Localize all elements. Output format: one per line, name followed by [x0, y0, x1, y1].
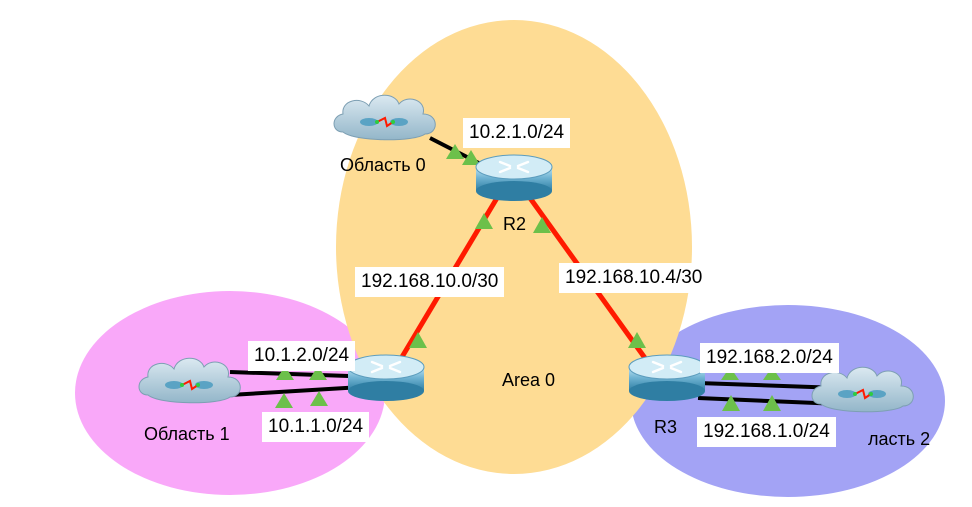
link-up-indicator: [309, 366, 327, 380]
router-r2-icon[interactable]: [474, 153, 554, 203]
link-up-indicator: [475, 213, 493, 229]
area-0-zone: [336, 20, 692, 474]
cloud-left-label: Область 1: [144, 424, 230, 444]
link-up-indicator: [275, 393, 293, 408]
network-label-r2-lan: 10.2.1.0/24: [463, 118, 571, 148]
link-up-indicator: [722, 395, 740, 411]
link-up-indicator: [409, 332, 427, 348]
router-r2-label: R2: [503, 214, 527, 234]
link-r3-cloud-a: [697, 381, 841, 390]
link-up-indicator: [533, 217, 551, 233]
network-label-r1-lan-a: 10.1.2.0/24: [248, 341, 356, 371]
router-r3-icon[interactable]: [627, 353, 707, 403]
router-r1-icon[interactable]: [346, 353, 426, 403]
link-up-indicator: [276, 366, 294, 380]
link-up-indicator: [763, 395, 781, 411]
area-0-label: Area 0: [502, 370, 556, 390]
link-up-indicator: [721, 367, 739, 380]
cloud-top-label: Область 0: [340, 155, 426, 175]
link-up-indicator: [446, 144, 464, 159]
link-up-indicator: [763, 367, 781, 380]
link-up-indicator: [462, 150, 480, 165]
cloud-right-label: ласть 2: [868, 429, 931, 449]
network-label-r2-r3: 192.168.10.4/30: [559, 263, 709, 293]
network-label-r1-lan-b: 10.1.1.0/24: [262, 412, 370, 442]
router-r3-label: R3: [654, 417, 678, 437]
link-up-indicator: [310, 391, 328, 406]
link-up-indicator: [628, 332, 646, 348]
network-label-r3-lan-b: 192.168.1.0/24: [697, 417, 836, 447]
network-label-r1-r2: 192.168.10.0/30: [355, 267, 505, 297]
network-label-r3-lan-a: 192.168.2.0/24: [700, 343, 839, 373]
link-r1-cloud-b: [229, 385, 363, 397]
